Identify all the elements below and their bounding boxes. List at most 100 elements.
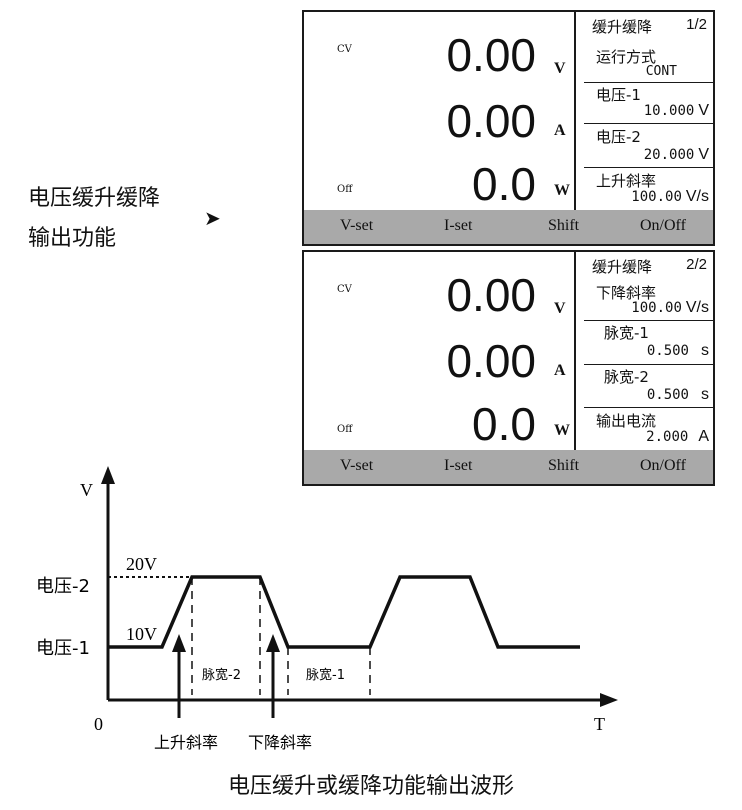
shift-button[interactable]: Shift: [548, 457, 580, 474]
y-axis-label: V: [80, 480, 93, 500]
high-value-label: 20V: [126, 554, 157, 574]
setting-value: CONT: [645, 64, 677, 79]
x-axis-arrow-icon: [600, 693, 618, 707]
function-title-line1: 电压缓升缓降: [28, 186, 161, 211]
panel-title: 缓升缓降: [592, 258, 653, 276]
setting-label: 脉宽-2: [604, 368, 649, 386]
setting-value-with-unit: 0.500 s: [647, 386, 709, 404]
pulse2-label: 脉宽-2: [202, 667, 241, 683]
voltage-unit: V: [554, 300, 566, 317]
softkey-bar: V-set I-set Shift On/Off: [304, 450, 713, 484]
mode-indicator: CV: [337, 44, 352, 55]
setting-item[interactable]: 运行方式 CONT: [576, 46, 713, 83]
y-axis-arrow-icon: [101, 466, 115, 484]
x-axis-label: T: [594, 714, 605, 734]
mode-indicator: CV: [337, 284, 352, 295]
rise-arrow-icon: [172, 634, 186, 652]
setting-unit: V/s: [685, 299, 709, 316]
panel-title: 缓升缓降: [592, 18, 653, 36]
setting-label: 下降斜率: [596, 284, 657, 302]
voltage-readout: 0.00: [446, 269, 536, 321]
shift-button[interactable]: Shift: [548, 217, 580, 234]
divider: [584, 320, 713, 321]
i-set-button[interactable]: I-set: [444, 457, 473, 474]
function-title-line2: 输出功能: [28, 226, 117, 251]
on-off-button[interactable]: On/Off: [640, 457, 686, 474]
low-value-label: 10V: [126, 624, 157, 644]
setting-unit: A: [698, 428, 709, 445]
setting-label: 上升斜率: [596, 172, 657, 190]
v-set-button[interactable]: V-set: [340, 457, 374, 474]
setting-unit: V: [698, 146, 709, 163]
divider: [584, 82, 713, 83]
level-high-label: 电压-2: [36, 576, 90, 597]
setting-value: 100.00: [631, 300, 682, 316]
page-indicator: 2/2: [686, 256, 707, 273]
output-state: Off: [337, 424, 353, 435]
setting-label: 脉宽-1: [604, 324, 649, 342]
setting-value: 0.500: [646, 387, 689, 403]
readout-area: CV 0.00 V 0.00 A Off 0.0 W: [304, 252, 572, 452]
display-screen-page1: CV 0.00 V 0.00 A Off 0.0 W 缓升缓降 1/2 运行方式…: [302, 10, 715, 246]
display-screen-page2: CV 0.00 V 0.00 A Off 0.0 W 缓升缓降 2/2 下降斜率…: [302, 250, 715, 486]
power-readout: 0.0: [472, 398, 536, 450]
waveform-trace: [108, 575, 580, 649]
origin-label: 0: [94, 714, 103, 734]
fall-slope-label: 下降斜率: [248, 733, 312, 752]
power-unit: W: [554, 422, 570, 439]
setting-unit: s: [701, 342, 709, 359]
readout-area: CV 0.00 V 0.00 A Off 0.0 W: [304, 12, 572, 212]
level-low-label: 电压-1: [36, 638, 90, 659]
setting-value: 20.000: [643, 147, 695, 163]
fall-arrow-icon: [266, 634, 280, 652]
softkey-bar: V-set I-set Shift On/Off: [304, 210, 713, 244]
setting-label: 运行方式: [596, 48, 657, 66]
setting-label: 输出电流: [596, 412, 657, 430]
setting-value: 0.500: [646, 343, 689, 359]
output-state: Off: [337, 184, 353, 195]
setting-value-with-unit: 2.000 A: [646, 428, 709, 446]
arrow-right-icon: ➤: [204, 206, 221, 230]
waveform-diagram: V T 0 电压-2 电压-1 20V 10V 脉宽-2 脉宽-1 上升斜率 下…: [36, 466, 618, 752]
setting-item[interactable]: 输出电流 2.000 A: [576, 410, 713, 450]
power-unit: W: [554, 182, 570, 199]
voltage-readout: 0.00: [446, 29, 536, 81]
current-unit: A: [554, 122, 566, 139]
setting-value: 100.00: [631, 189, 682, 205]
setting-unit: V/s: [685, 188, 709, 205]
page-indicator: 1/2: [686, 16, 707, 33]
setting-unit: V: [698, 102, 709, 119]
figure-caption: 电压缓升或缓降功能输出波形: [227, 774, 514, 799]
rise-slope-label: 上升斜率: [154, 733, 218, 752]
on-off-button[interactable]: On/Off: [640, 217, 686, 234]
current-readout: 0.00: [446, 335, 536, 387]
divider: [584, 167, 713, 168]
divider: [584, 123, 713, 124]
current-readout: 0.00: [446, 95, 536, 147]
setting-value: 2.000: [646, 429, 689, 445]
current-unit: A: [554, 362, 566, 379]
setting-item[interactable]: 脉宽-2 0.500 s: [576, 366, 713, 408]
v-set-button[interactable]: V-set: [340, 217, 374, 234]
voltage-unit: V: [554, 60, 566, 77]
divider: [584, 364, 713, 365]
i-set-button[interactable]: I-set: [444, 217, 473, 234]
pulse1-label: 脉宽-1: [306, 667, 345, 683]
setting-label: 电压-2: [596, 128, 641, 146]
setting-value: 10.000: [643, 103, 695, 119]
setting-label: 电压-1: [596, 86, 641, 104]
setting-unit: s: [701, 386, 709, 403]
divider: [584, 407, 713, 408]
setting-value-with-unit: 0.500 s: [647, 342, 709, 360]
setting-item[interactable]: 脉宽-1 0.500 s: [576, 322, 713, 365]
